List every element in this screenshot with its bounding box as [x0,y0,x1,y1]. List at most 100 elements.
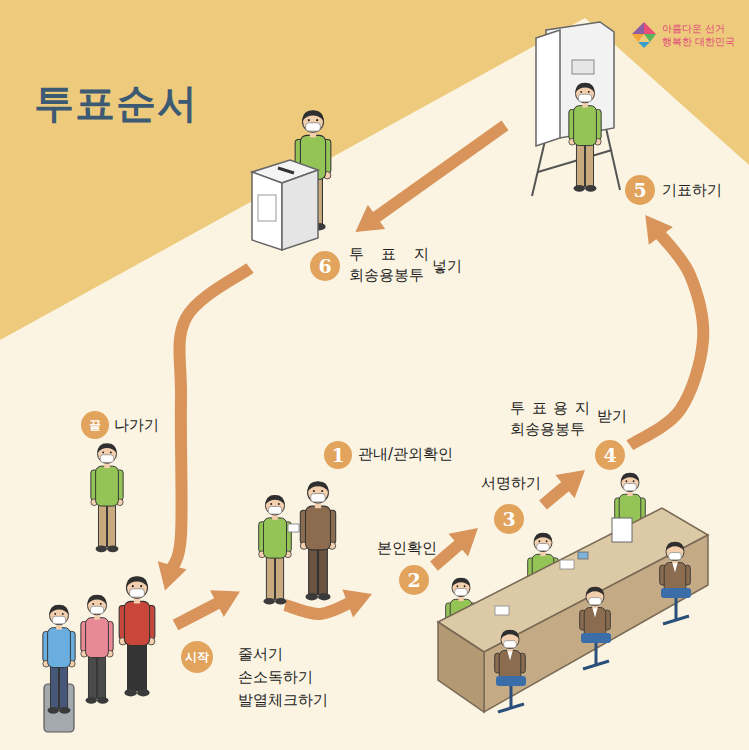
booth-side [536,30,560,146]
step-node: 5 기표하기 [505,20,735,215]
step-label: 받기 [597,406,627,427]
voter-figure [569,83,601,192]
ballot-printer [612,518,632,542]
seated-official [580,587,611,637]
step-node: 1관내/관외확인 [240,438,365,605]
arrow-line [372,125,505,220]
queue-person [81,595,113,704]
step-node: 시작 줄서기 손소독하기 발열체크하기 [165,625,340,725]
voting-booth [532,22,620,196]
chair-base [663,616,689,624]
arrow-head [449,528,479,556]
step-label: 나가기 [114,415,159,436]
step-badge: 6 [310,251,340,281]
arrow-line [285,601,353,614]
step-badge: 5 [625,175,655,205]
logo-text: 아름다운 선거 [662,23,725,35]
step-label: 기표하기 [662,180,722,201]
box-slot [278,168,294,173]
step-node: 2 본인확인 [372,537,434,599]
arrow-head [342,589,372,617]
flow-arrow [543,470,585,505]
chair-post [510,686,513,708]
chair-post [595,643,598,665]
step-number: 2 [407,571,420,590]
ballot-box [252,160,318,250]
flow-arrow [355,125,505,232]
arrow-line [171,268,251,571]
step-number: 3 [502,510,515,529]
logo-piece [632,22,644,34]
step-label: 투 표 용 지 회송용봉투 [510,398,590,440]
desk-front [484,535,708,712]
step-node: 끝 나가기 [60,408,165,600]
flow-arrow [176,590,241,625]
paper [495,606,509,615]
step-label: 서명하기 [481,473,541,494]
step-badge: 1 [324,441,352,469]
desk-side [438,622,484,712]
arrow-head [158,561,187,590]
arrow-head [355,205,385,232]
step-badge: 2 [399,565,429,595]
voter-figure [259,495,292,605]
step-label: 넣기 [432,256,462,277]
id-card [288,524,299,532]
step-node: 4 투 표 용 지 회송용봉투 받기 [505,395,630,470]
chair-base [498,704,524,712]
cream-floor [0,18,749,750]
chair-post [675,598,678,620]
chair-seat [581,633,611,643]
step-badge: 3 [494,504,524,534]
booth-leg [538,150,612,172]
arrow-head [210,590,240,617]
booth-shelf [572,60,594,74]
leaving-voter [91,443,123,552]
step-label: 관내/관외확인 [358,444,453,465]
step-number: 1 [331,446,344,465]
diagram-title: 투표순서 [34,76,198,131]
box-front [252,172,282,250]
chair-base [583,661,609,669]
step-badge: 4 [595,440,625,470]
arrow-line [630,231,703,445]
arrow-head [555,470,585,498]
chair-seat [496,676,526,686]
step-node: 3 서명하기 [478,470,543,536]
queue-person [43,605,75,714]
logo-piece [638,42,650,48]
seated-official [495,630,526,680]
step-number: 시작 [185,651,209,663]
step-label: 줄서기 손소독하기 발열체크하기 [238,643,338,712]
step-label: 투 표 지 회송용봉투 [349,244,429,286]
logo-text: 행복한 대한민국 [662,36,735,48]
step-number: 6 [318,257,331,276]
chair-seat [661,588,691,598]
arrow-line [176,601,223,625]
flow-arrow [434,528,478,566]
booth-leg [606,128,620,190]
flow-arrow [285,589,372,617]
logo-piece [644,22,656,34]
desk [438,508,708,712]
step-node: 6 투 표 지 회송용봉투넣기 [250,232,465,294]
queue-person [119,576,155,696]
arrow-head [645,215,673,245]
step-number: 끝 [89,419,101,431]
tablet [578,552,588,559]
step-number: 4 [603,446,616,465]
step-badge: 시작 [181,641,213,673]
logo-icon [632,22,656,48]
box-label [258,195,276,221]
step-number: 5 [633,181,646,200]
chairs [496,588,691,712]
flow-arrow [158,268,250,590]
logo-piece [644,34,656,42]
official-figure [300,481,335,600]
logo-piece [632,34,644,42]
step-badge: 끝 [81,411,109,439]
flow-arrow [630,215,703,445]
seated-official [660,542,691,592]
step-label: 본인확인 [377,538,437,559]
